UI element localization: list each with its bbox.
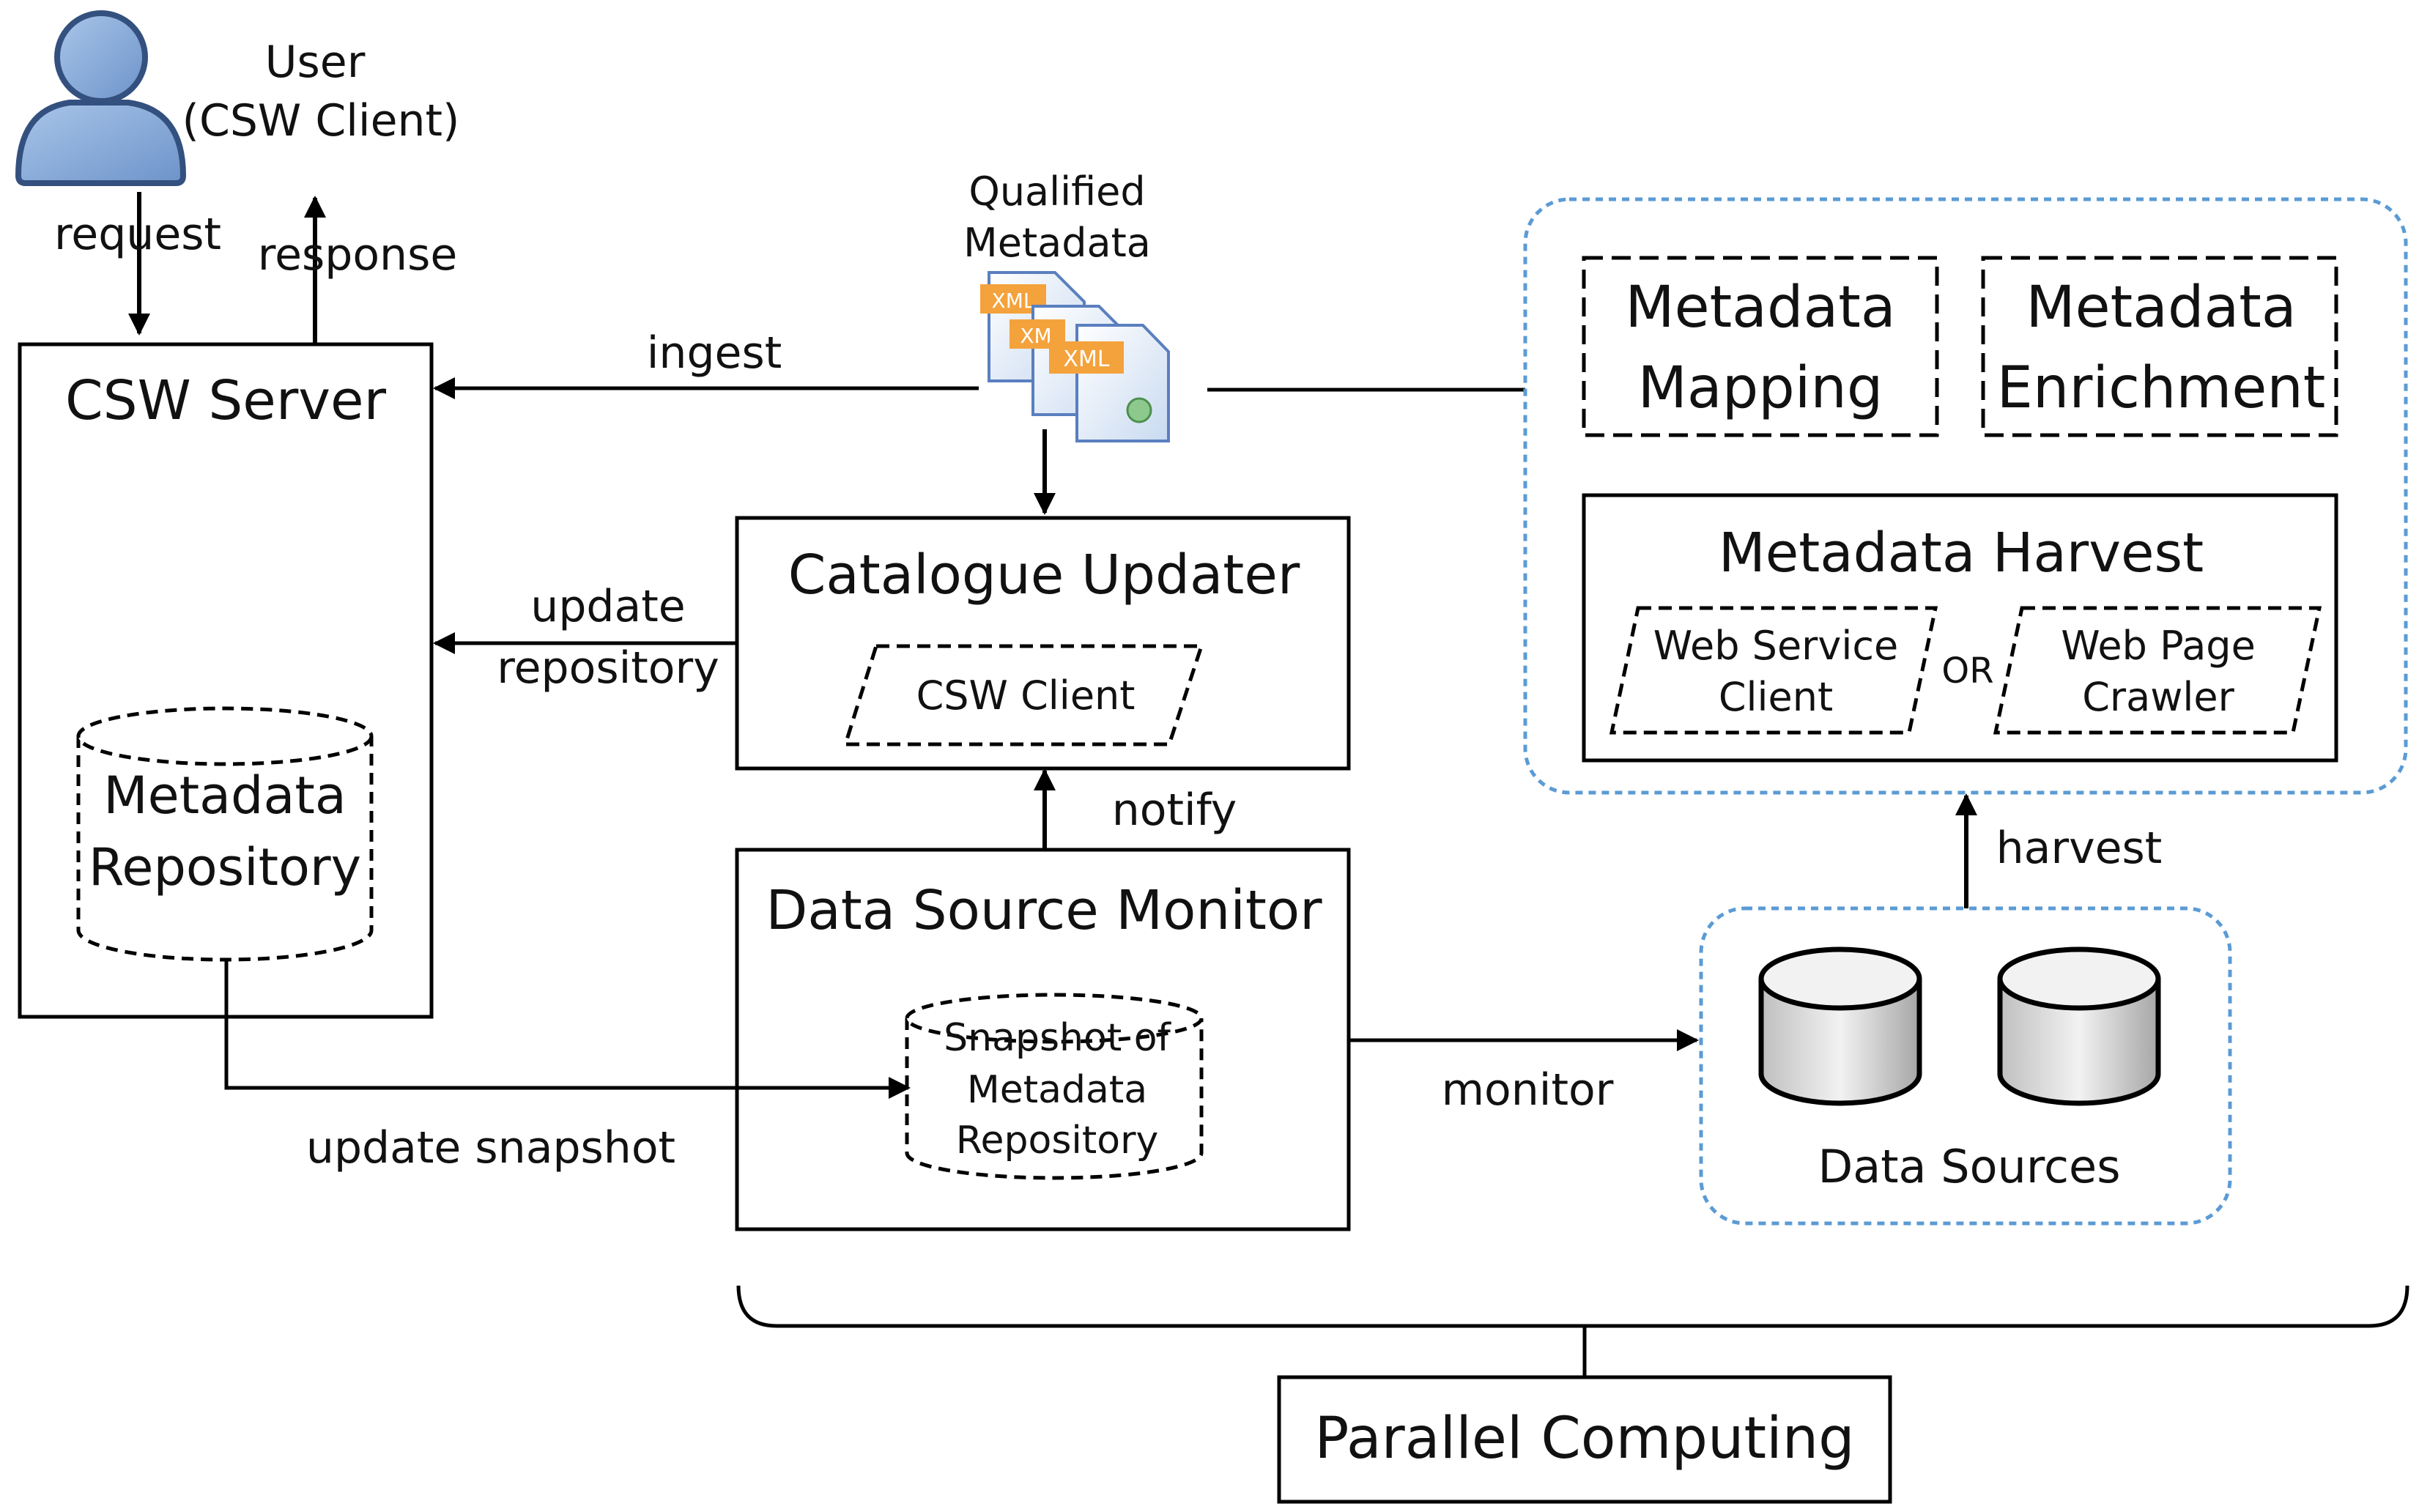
- request-label: request: [54, 209, 221, 260]
- notify-label: notify: [1112, 785, 1237, 836]
- web-service-line1: Web Service: [1653, 623, 1898, 669]
- xml-badge-back: XML: [992, 289, 1035, 313]
- crawler-line1: Web Page: [2061, 623, 2256, 669]
- metadata-harvest-title: Metadata Harvest: [1719, 522, 2204, 585]
- update-repository-line1: update: [530, 581, 685, 632]
- metadata-mapping-box: [1582, 256, 1939, 437]
- metadata-repository-line2: Repository: [89, 837, 361, 897]
- processing-group: [1523, 197, 2408, 795]
- update-snapshot-label: update snapshot: [306, 1122, 675, 1174]
- parallel-computing-label: Parallel Computing: [1314, 1406, 1854, 1472]
- metadata-enrichment-box: [1981, 256, 2338, 437]
- snapshot-line2: Metadata: [967, 1068, 1147, 1112]
- or-label: OR: [1941, 651, 1993, 692]
- user-label-line2: (CSW Client): [182, 95, 460, 147]
- parallel-computing-brace: [736, 1285, 2409, 1328]
- crawler-line2: Crawler: [2082, 674, 2234, 720]
- web-service-line2: Client: [1719, 674, 1833, 720]
- qualified-metadata-line2: Metadata: [963, 220, 1151, 266]
- metadata-enrichment-line1: Metadata: [2026, 275, 2296, 341]
- data-sources-label: Data Sources: [1818, 1140, 2121, 1193]
- web-service-client-parallelogram: [1609, 606, 1938, 735]
- xml-file-icon: XML: [1049, 324, 1170, 442]
- parallel-computing-box: [1277, 1375, 1892, 1504]
- metadata-mapping-line2: Mapping: [1638, 355, 1883, 421]
- update-repository-line2: repository: [497, 642, 719, 694]
- update-snapshot-arrow: [224, 958, 911, 1099]
- metadata-repository-line1: Metadata: [103, 766, 346, 826]
- monitor-label: monitor: [1442, 1064, 1614, 1116]
- data-sources-group: [1699, 906, 2232, 1226]
- database-icon: [1758, 946, 1922, 1106]
- database-icon: [1997, 946, 2161, 1106]
- qualified-metadata-line1: Qualified: [968, 168, 1145, 215]
- ingest-label: ingest: [647, 327, 782, 379]
- metadata-repository-cylinder: [76, 706, 374, 962]
- user-icon: [15, 10, 187, 186]
- web-page-crawler-parallelogram: [1993, 606, 2322, 735]
- snapshot-repository-cylinder: [905, 993, 1204, 1180]
- xml-badge-front: XML: [1063, 346, 1109, 372]
- metadata-mapping-line1: Metadata: [1625, 275, 1895, 341]
- response-label: response: [258, 229, 458, 281]
- xml-badge-middle: XM: [1020, 324, 1051, 348]
- metadata-enrichment-line2: Enrichment: [1997, 355, 2326, 421]
- user-label-line1: User: [265, 37, 366, 88]
- data-source-monitor-title: Data Source Monitor: [766, 879, 1322, 942]
- csw-client-label: CSW Client: [916, 672, 1136, 719]
- snapshot-line1: Snapshot of: [944, 1016, 1171, 1060]
- metadata-harvest-box: [1582, 493, 2338, 763]
- csw-server-title: CSW Server: [65, 369, 387, 432]
- catalogue-updater-title: Catalogue Updater: [788, 544, 1300, 607]
- harvest-label: harvest: [1996, 823, 2163, 874]
- csw-client-parallelogram: [842, 644, 1204, 746]
- snapshot-line3: Repository: [956, 1119, 1159, 1163]
